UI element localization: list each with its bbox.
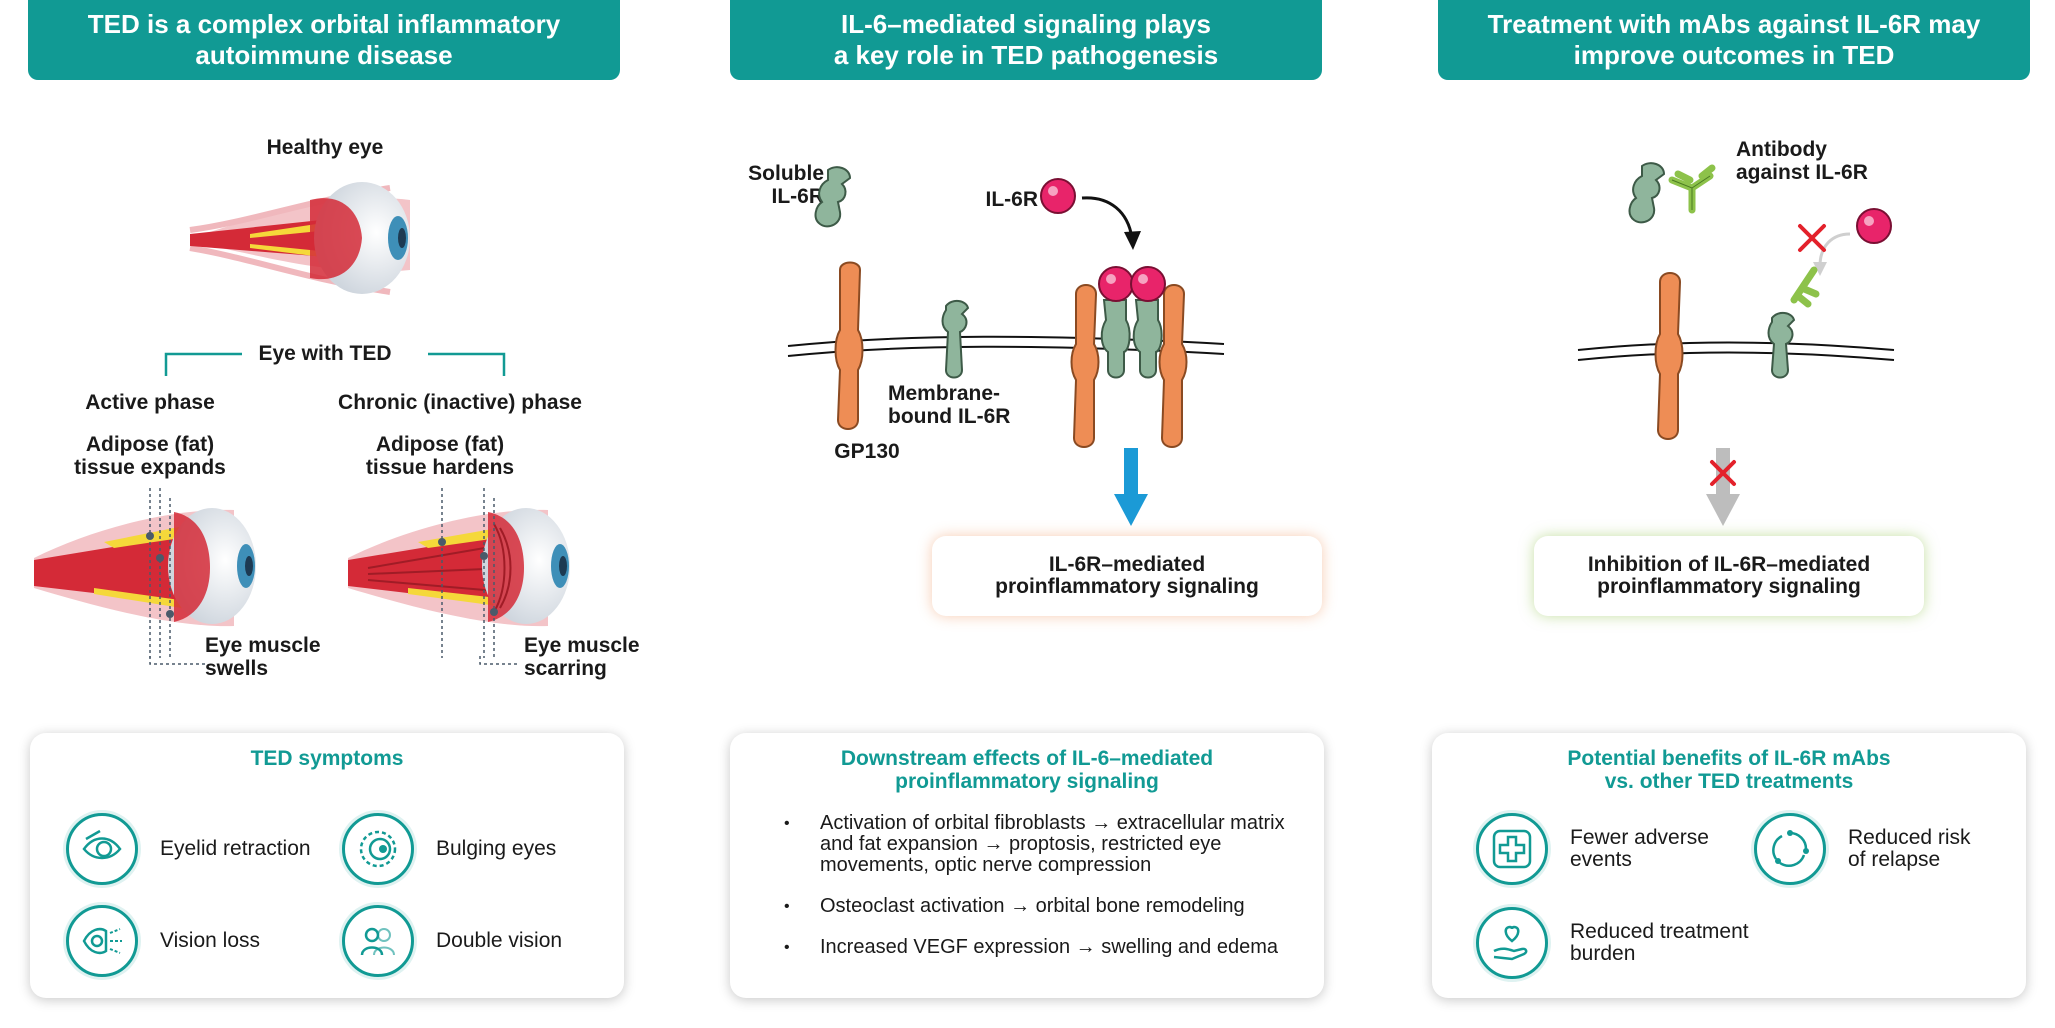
symptom-eyelid-retraction: Eyelid retraction bbox=[66, 813, 311, 885]
healthy-eye-illustration bbox=[189, 182, 410, 295]
soluble-il6r-shape bbox=[814, 166, 852, 228]
vision-loss-icon bbox=[66, 905, 138, 977]
relapse-cycle-icon bbox=[1754, 813, 1826, 885]
gp130-label: GP130 bbox=[834, 440, 900, 463]
ted-bracket bbox=[164, 352, 506, 376]
signal-arrow bbox=[1114, 448, 1148, 526]
il6r-label: IL-6R bbox=[985, 188, 1039, 211]
symptom-label: Bulging eyes bbox=[436, 837, 557, 860]
membrane-signaling-diagram bbox=[787, 261, 1225, 448]
symptoms-card-title: TED symptoms bbox=[250, 747, 404, 770]
eye-with-ted-label: Eye with TED bbox=[258, 342, 392, 365]
adipose-expands-label: Adipose (fat)tissue expands bbox=[74, 433, 226, 479]
chronic-eye-pointer bbox=[479, 656, 520, 665]
inhibited-membrane-diagram bbox=[1577, 266, 1895, 440]
active-eye-pointer bbox=[149, 656, 208, 665]
symptom-vision-loss: Vision loss bbox=[66, 905, 260, 977]
blocked-ligand bbox=[1798, 208, 1892, 276]
symptoms-card: TED symptoms Eyelid retraction Bulging e… bbox=[30, 733, 624, 998]
bulging-eyes-icon bbox=[342, 813, 414, 885]
list-item: Increased VEGF expression → swelling and… bbox=[770, 937, 1304, 959]
symptom-bulging-eyes: Bulging eyes bbox=[342, 813, 556, 885]
medical-cross-icon bbox=[1476, 813, 1548, 885]
chronic-eye-illustration bbox=[348, 488, 570, 658]
symptom-label: Double vision bbox=[436, 929, 563, 952]
antibody-complex bbox=[1628, 162, 1716, 224]
chronic-phase-label: Chronic (inactive) phase bbox=[338, 391, 582, 414]
heart-hand-icon bbox=[1476, 907, 1548, 979]
list-item: Osteoclast activation → orbital bone rem… bbox=[770, 896, 1304, 918]
adipose-hardens-label: Adipose (fat)tissue hardens bbox=[365, 433, 515, 479]
symptom-label: Eyelid retraction bbox=[160, 837, 311, 860]
active-eye-illustration bbox=[34, 488, 256, 658]
list-item: Activation of orbital fibroblasts → extr… bbox=[770, 813, 1304, 876]
active-phase-label: Active phase bbox=[85, 391, 215, 414]
il6r-ligand-arrow bbox=[1040, 178, 1141, 250]
symptom-label: Vision loss bbox=[160, 929, 260, 952]
eyelid-retraction-icon bbox=[66, 813, 138, 885]
membrane-bound-label: Membrane-bound IL-6R bbox=[888, 382, 1011, 428]
downstream-effects-list: Activation of orbital fibroblasts → extr… bbox=[770, 813, 1304, 978]
blocked-signal-arrow bbox=[1706, 448, 1740, 526]
healthy-eye-label: Healthy eye bbox=[266, 136, 384, 159]
double-vision-icon bbox=[342, 905, 414, 977]
symptom-double-vision: Double vision bbox=[342, 905, 562, 977]
